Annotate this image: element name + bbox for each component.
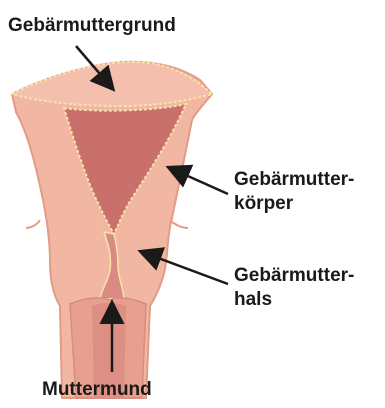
label-cervix: Gebärmutter- hals (234, 264, 354, 312)
label-external-os: Muttermund (42, 378, 152, 402)
label-corpus: Gebärmutter- körper (234, 168, 354, 216)
label-cervix-line2: hals (234, 288, 354, 312)
label-corpus-line2: körper (234, 192, 354, 216)
label-fundus: Gebärmuttergrund (8, 14, 176, 38)
left-ligament (26, 220, 40, 228)
right-ligament (172, 222, 188, 228)
fundus-layer (12, 62, 212, 106)
label-corpus-line1: Gebärmutter- (234, 168, 354, 192)
label-cervix-line1: Gebärmutter- (234, 264, 354, 288)
